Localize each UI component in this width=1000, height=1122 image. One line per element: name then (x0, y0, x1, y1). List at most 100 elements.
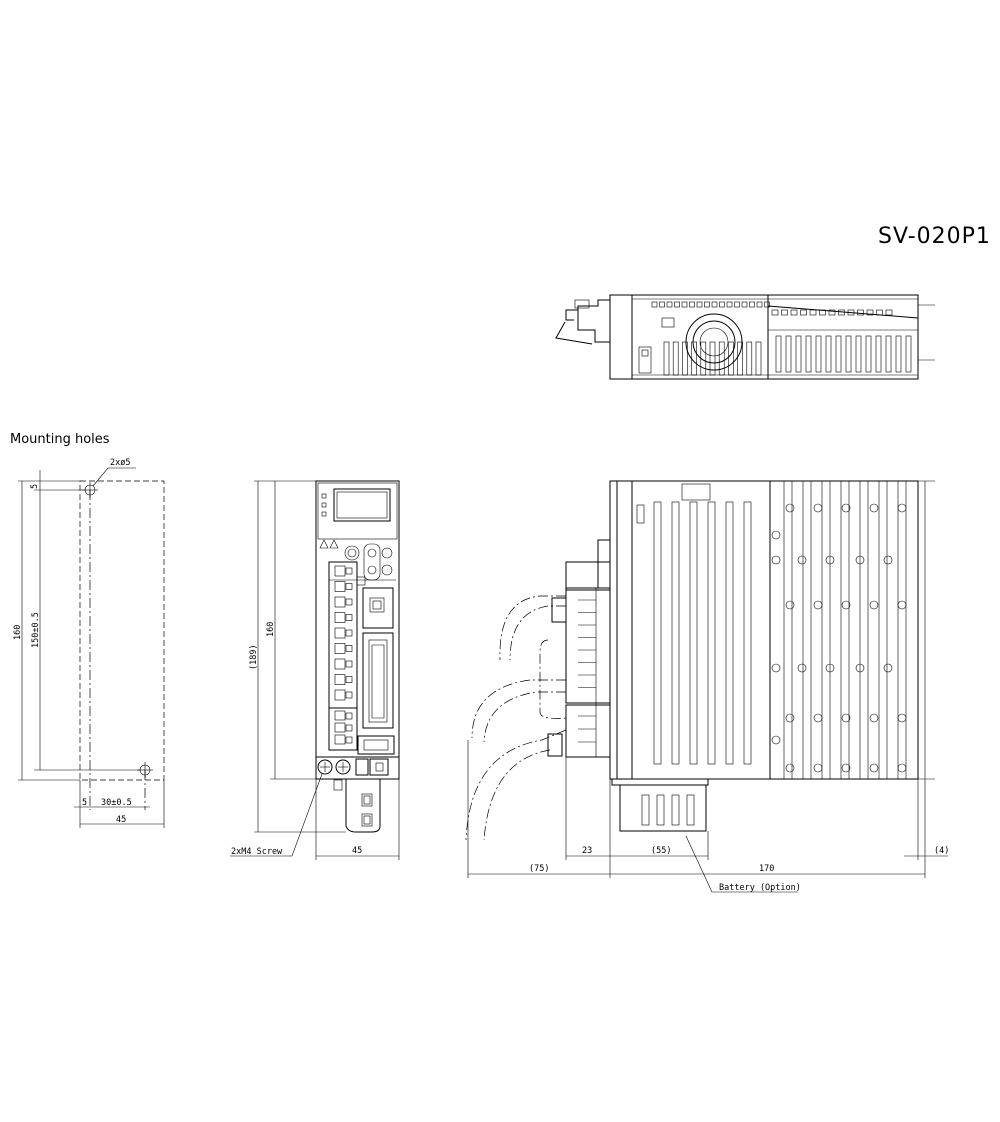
vent-slot (828, 309, 836, 316)
battery-rib (671, 794, 680, 826)
fin-hole (897, 600, 907, 610)
vent-slot (876, 309, 883, 316)
dim-30: 30±0.5 (101, 798, 132, 808)
fin-hole (897, 713, 907, 723)
vent-slot (691, 341, 697, 376)
fin-hole (869, 600, 879, 610)
terminal (334, 627, 346, 639)
vent-slot (734, 301, 740, 308)
battery-rib (686, 794, 695, 826)
fin-hole (897, 503, 907, 513)
dim-189: (189) (249, 644, 259, 670)
fin-hole (813, 763, 823, 773)
top-view (555, 294, 935, 380)
fin-hole (841, 763, 851, 773)
vent-slot (741, 301, 748, 308)
heatsink-fin (805, 335, 812, 373)
terminal (334, 734, 346, 745)
fin-hole (855, 555, 865, 565)
vent-slot (771, 309, 779, 316)
fin-hole (841, 713, 851, 723)
heatsink-fin (885, 335, 892, 373)
heatsink-fin (895, 335, 902, 373)
vent-slot (689, 301, 695, 308)
fin-hole (771, 530, 781, 540)
vent-slot (718, 341, 725, 376)
vent-slot (790, 309, 798, 316)
vent-slot (663, 341, 670, 376)
ground-screw-icon (317, 759, 333, 775)
heatsink-fin (875, 335, 882, 373)
battery-rib (641, 794, 650, 826)
terminal-pin (345, 583, 353, 590)
vent-slot (719, 301, 725, 308)
fin-hole (797, 663, 807, 673)
fin-hole (771, 555, 781, 565)
fin-hole (841, 600, 851, 610)
vent-slot (672, 341, 679, 376)
dim-150: 150±0.5 (31, 612, 41, 648)
heatsink-fin (845, 335, 852, 373)
vent-slot (866, 309, 874, 316)
terminal (334, 565, 346, 577)
dim-5-top: 5 (30, 484, 40, 489)
vent-slot (666, 301, 673, 308)
terminal (334, 612, 346, 623)
fin-hole (771, 735, 781, 745)
vent-slot (711, 301, 718, 308)
terminal (334, 674, 346, 685)
fin-hole (825, 663, 835, 673)
terminal (334, 643, 346, 654)
front-view: (189) 160 45 2xM4 Screw (230, 480, 400, 860)
battery-rib (656, 794, 665, 826)
vent-slot (651, 301, 658, 308)
vent-slot (689, 501, 698, 765)
dim-55: (55) (651, 846, 671, 856)
vent-slot (707, 501, 716, 765)
fin-hole (883, 555, 893, 565)
side-view: (75) 23 (55) 170 (4) Battery (Option) (465, 480, 949, 893)
screw-label: 2xM4 Screw (231, 847, 283, 857)
terminal-pin (345, 724, 353, 732)
vent-slot (756, 301, 763, 308)
vent-slot (781, 309, 788, 316)
fin-hole (813, 713, 823, 723)
vent-slot (728, 341, 734, 376)
heatsink-fin (825, 335, 832, 373)
vent-slot (764, 301, 770, 308)
terminal-pin (345, 736, 353, 744)
fin-hole (771, 663, 781, 673)
terminal-pin (345, 712, 353, 720)
vent-slot (709, 341, 716, 376)
vent-slot (682, 341, 688, 376)
terminal (334, 658, 346, 670)
fin-hole (883, 663, 893, 673)
fin-hole (869, 503, 879, 513)
fin-hole (869, 763, 879, 773)
fin-hole (813, 600, 823, 610)
terminal (334, 581, 346, 592)
terminal-pin (345, 629, 353, 637)
fin-hole (785, 600, 795, 610)
heatsink-fin (815, 335, 822, 373)
mounting-holes-heading: Mounting holes (10, 432, 110, 447)
terminal-pin (345, 598, 353, 606)
vent-slot (653, 501, 662, 765)
vent-slot (700, 341, 707, 376)
vent-slot (704, 301, 710, 308)
heatsink-fin (785, 335, 792, 373)
fin-hole (841, 503, 851, 513)
vent-slot (800, 309, 807, 316)
battery-label: Battery (Option) (719, 883, 801, 893)
dim-45: 45 (116, 815, 126, 825)
top-vents-row (651, 301, 893, 316)
terminal-pin (345, 676, 353, 683)
terminal (334, 722, 346, 733)
terminal-pin (345, 614, 353, 621)
terminal (334, 710, 346, 721)
heatsink-fin (775, 335, 782, 373)
vent-slot (749, 301, 755, 308)
hole-label: 2xø5 (110, 458, 130, 468)
fin-hole (813, 503, 823, 513)
